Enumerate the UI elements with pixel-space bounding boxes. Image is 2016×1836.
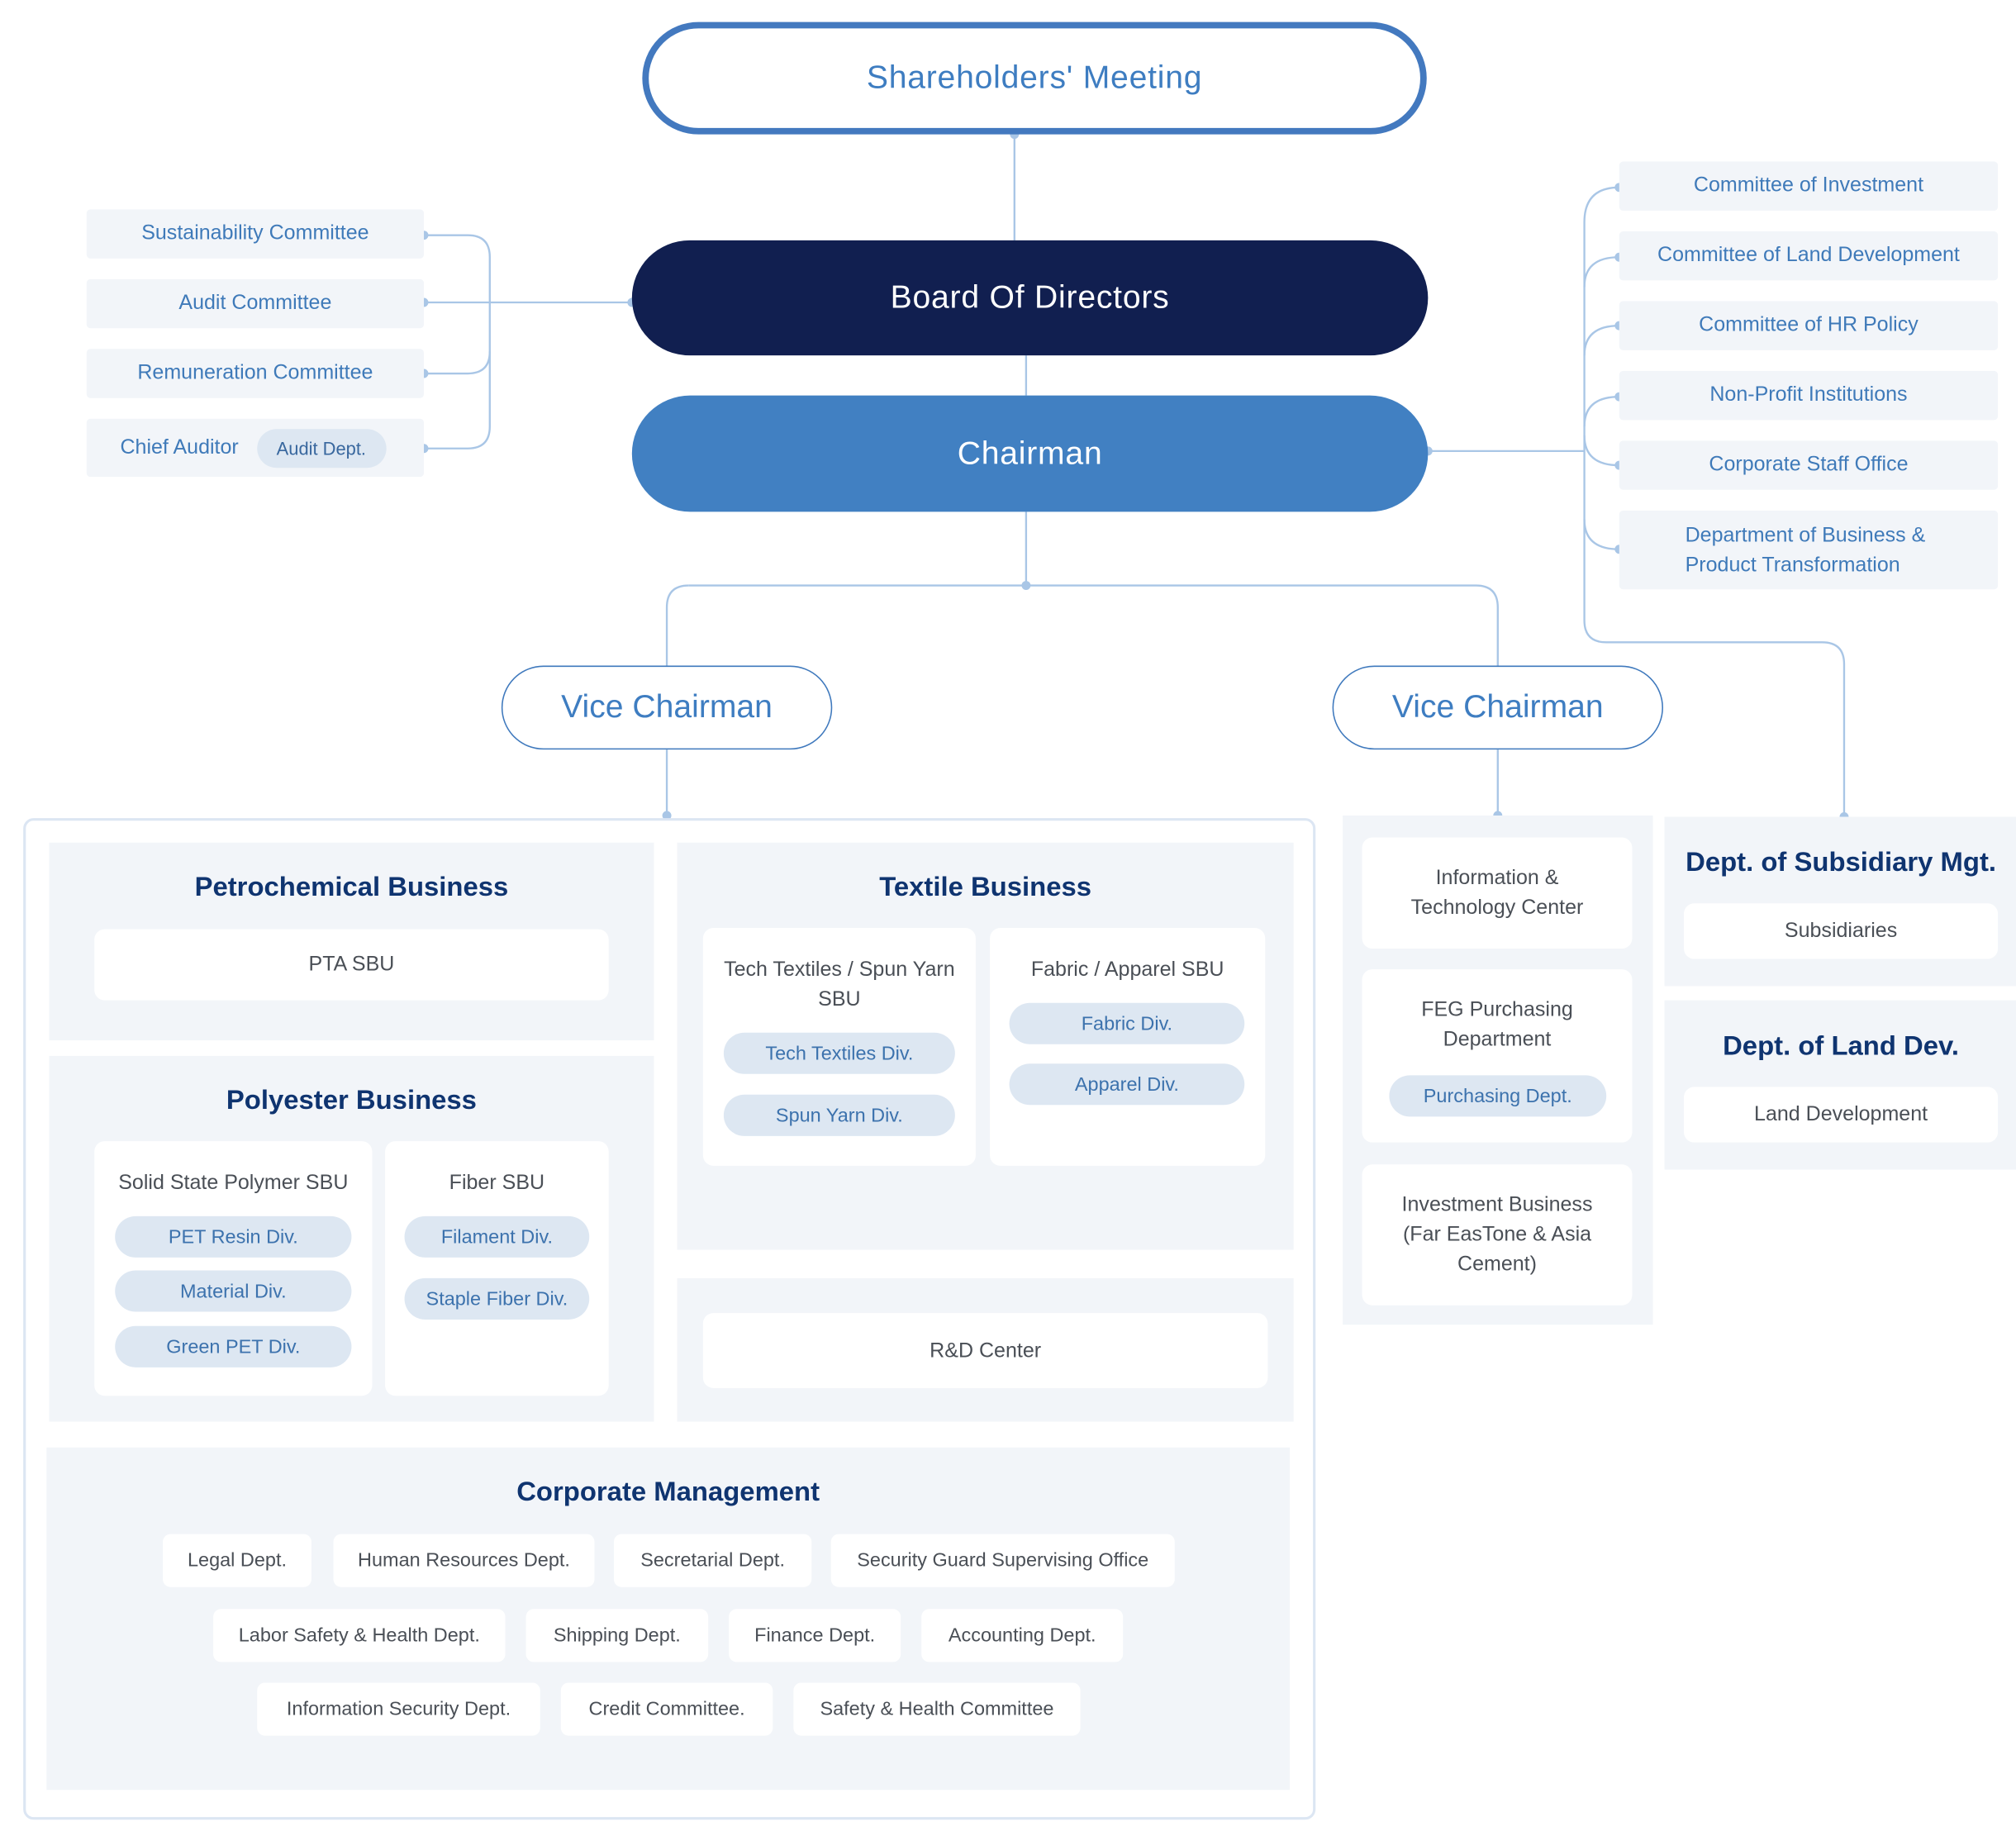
committee-label: Sustainability Committee bbox=[141, 222, 369, 245]
petrochemical-business-title: Petrochemical Business bbox=[194, 872, 509, 902]
pet-resin-div: PET Resin Div. bbox=[115, 1215, 352, 1258]
feg-purchasing-label: FEG Purchasing Department bbox=[1421, 999, 1573, 1051]
feg-purchasing-card: FEG Purchasing Department Purchasing Dep… bbox=[1362, 969, 1633, 1143]
labor-safety-health-dept: Labor Safety & Health Dept. bbox=[213, 1609, 506, 1662]
unit-label: Committee of Land Development bbox=[1657, 244, 1960, 267]
committee-sustainability: Sustainability Committee bbox=[86, 209, 425, 259]
vice-chairman-right-group: Information & Technology Center FEG Purc… bbox=[1343, 815, 1653, 1325]
rd-center-card: R&D Center bbox=[702, 1313, 1268, 1388]
tech-textiles-spun-yarn-sbu-card: Tech Textiles / Spun Yarn SBU Tech Texti… bbox=[702, 928, 976, 1166]
chief-auditor-label: Chief Auditor bbox=[120, 435, 239, 459]
corporate-management-panel: Corporate Management Legal Dept. Human R… bbox=[46, 1447, 1290, 1791]
corporate-staff-office: Corporate Staff Office bbox=[1619, 440, 1999, 490]
polyester-business-title: Polyester Business bbox=[226, 1085, 477, 1115]
petrochemical-business-panel: Petrochemical Business PTA SBU bbox=[49, 842, 654, 1041]
committee-hr-policy: Committee of HR Policy bbox=[1619, 301, 1999, 350]
shareholders-meeting-label: Shareholders' Meeting bbox=[866, 59, 1203, 96]
subsidiary-mgt-panel: Dept. of Subsidiary Mgt. Subsidiaries bbox=[1664, 816, 2016, 987]
rd-center-label: R&D Center bbox=[930, 1339, 1042, 1362]
sbu-label: Solid State Polymer SBU bbox=[118, 1172, 349, 1195]
purchasing-dept-badge: Purchasing Dept. bbox=[1389, 1075, 1607, 1117]
committee-label: Audit Committee bbox=[178, 292, 332, 315]
it-center-label: Information & Technology Center bbox=[1410, 867, 1584, 920]
committee-investment: Committee of Investment bbox=[1619, 161, 1999, 211]
human-resources-dept: Human Resources Dept. bbox=[333, 1534, 595, 1587]
unit-label: Non-Profit Institutions bbox=[1709, 383, 1908, 407]
chief-auditor-box: Chief Auditor Audit Dept. bbox=[86, 418, 425, 478]
committee-audit: Audit Committee bbox=[86, 278, 425, 329]
legal-dept: Legal Dept. bbox=[163, 1534, 311, 1587]
it-center-card: Information & Technology Center bbox=[1362, 837, 1633, 949]
sbu-label: Tech Textiles / Spun Yarn SBU bbox=[724, 958, 955, 1011]
sbu-label: Fiber SBU bbox=[449, 1172, 545, 1195]
land-dev-panel: Dept. of Land Dev. Land Development bbox=[1664, 1000, 2016, 1170]
fabric-div: Fabric Div. bbox=[1009, 1002, 1245, 1044]
fabric-apparel-sbu-card: Fabric / Apparel SBU Fabric Div. Apparel… bbox=[990, 928, 1266, 1166]
committee-label: Remuneration Committee bbox=[137, 361, 373, 384]
unit-label: Corporate Staff Office bbox=[1709, 453, 1909, 476]
material-div: Material Div. bbox=[115, 1270, 352, 1312]
vice-chairman-left-label: Vice Chairman bbox=[561, 688, 773, 725]
land-development-label: Land Development bbox=[1754, 1103, 1928, 1126]
spun-yarn-div: Spun Yarn Div. bbox=[723, 1094, 955, 1136]
investment-business-label: Investment Business (Far EasTone & Asia … bbox=[1401, 1194, 1593, 1276]
vice-chairman-right-box: Vice Chairman bbox=[1332, 665, 1663, 750]
dept-business-product-transformation: Department of Business & Product Transfo… bbox=[1619, 510, 1999, 590]
credit-committee: Credit Committee. bbox=[560, 1682, 773, 1736]
shipping-dept: Shipping Dept. bbox=[525, 1609, 709, 1662]
unit-label: Committee of HR Policy bbox=[1699, 314, 1919, 336]
polyester-business-panel: Polyester Business Solid State Polymer S… bbox=[49, 1055, 654, 1422]
apparel-div: Apparel Div. bbox=[1009, 1063, 1245, 1106]
sbu-label: Fabric / Apparel SBU bbox=[1030, 958, 1224, 982]
accounting-dept: Accounting Dept. bbox=[921, 1609, 1124, 1662]
information-security-dept: Information Security Dept. bbox=[257, 1682, 540, 1736]
vice-chairman-left-group bbox=[23, 818, 1316, 1820]
corporate-management-title: Corporate Management bbox=[516, 1477, 820, 1507]
textile-business-panel: Textile Business Tech Textiles / Spun Ya… bbox=[677, 842, 1294, 1250]
subsidiaries-label: Subsidiaries bbox=[1784, 920, 1898, 943]
rd-center-panel: R&D Center bbox=[677, 1277, 1294, 1422]
investment-business-card: Investment Business (Far EasTone & Asia … bbox=[1362, 1164, 1633, 1306]
audit-dept-badge: Audit Dept. bbox=[256, 428, 387, 468]
staple-fiber-div: Staple Fiber Div. bbox=[404, 1277, 590, 1320]
pta-sbu-label: PTA SBU bbox=[308, 954, 395, 976]
filament-div: Filament Div. bbox=[404, 1215, 590, 1258]
chairman-box: Chairman bbox=[631, 395, 1429, 512]
tech-textiles-div: Tech Textiles Div. bbox=[723, 1032, 955, 1074]
subsidiaries-card: Subsidiaries bbox=[1684, 903, 1999, 959]
committee-remuneration: Remuneration Committee bbox=[86, 349, 425, 398]
subsidiary-mgt-title: Dept. of Subsidiary Mgt. bbox=[1686, 848, 1997, 878]
vice-chairman-left-box: Vice Chairman bbox=[501, 665, 833, 750]
secretarial-dept: Secretarial Dept. bbox=[613, 1534, 812, 1587]
land-development-card: Land Development bbox=[1684, 1087, 1999, 1143]
textile-business-title: Textile Business bbox=[879, 872, 1092, 902]
fiber-sbu-card: Fiber SBU Filament Div. Staple Fiber Div… bbox=[385, 1141, 609, 1396]
pta-sbu-card: PTA SBU bbox=[94, 929, 609, 1001]
board-of-directors-label: Board Of Directors bbox=[890, 278, 1170, 316]
security-guard-supervising-office: Security Guard Supervising Office bbox=[830, 1534, 1175, 1587]
green-pet-div: Green PET Div. bbox=[115, 1325, 352, 1367]
unit-label: Department of Business & Product Transfo… bbox=[1685, 524, 1926, 576]
unit-label: Committee of Investment bbox=[1693, 174, 1924, 197]
vice-chairman-right-label: Vice Chairman bbox=[1391, 688, 1604, 725]
safety-health-committee: Safety & Health Committee bbox=[793, 1682, 1081, 1736]
shareholders-meeting-box: Shareholders' Meeting bbox=[642, 21, 1427, 135]
solid-state-polymer-sbu-card: Solid State Polymer SBU PET Resin Div. M… bbox=[94, 1141, 373, 1396]
land-dev-title: Dept. of Land Dev. bbox=[1723, 1031, 1960, 1062]
board-of-directors-box: Board Of Directors bbox=[631, 240, 1429, 356]
non-profit-institutions: Non-Profit Institutions bbox=[1619, 370, 1999, 421]
chairman-label: Chairman bbox=[957, 435, 1103, 472]
committee-land-development: Committee of Land Development bbox=[1619, 231, 1999, 281]
finance-dept: Finance Dept. bbox=[729, 1609, 901, 1662]
